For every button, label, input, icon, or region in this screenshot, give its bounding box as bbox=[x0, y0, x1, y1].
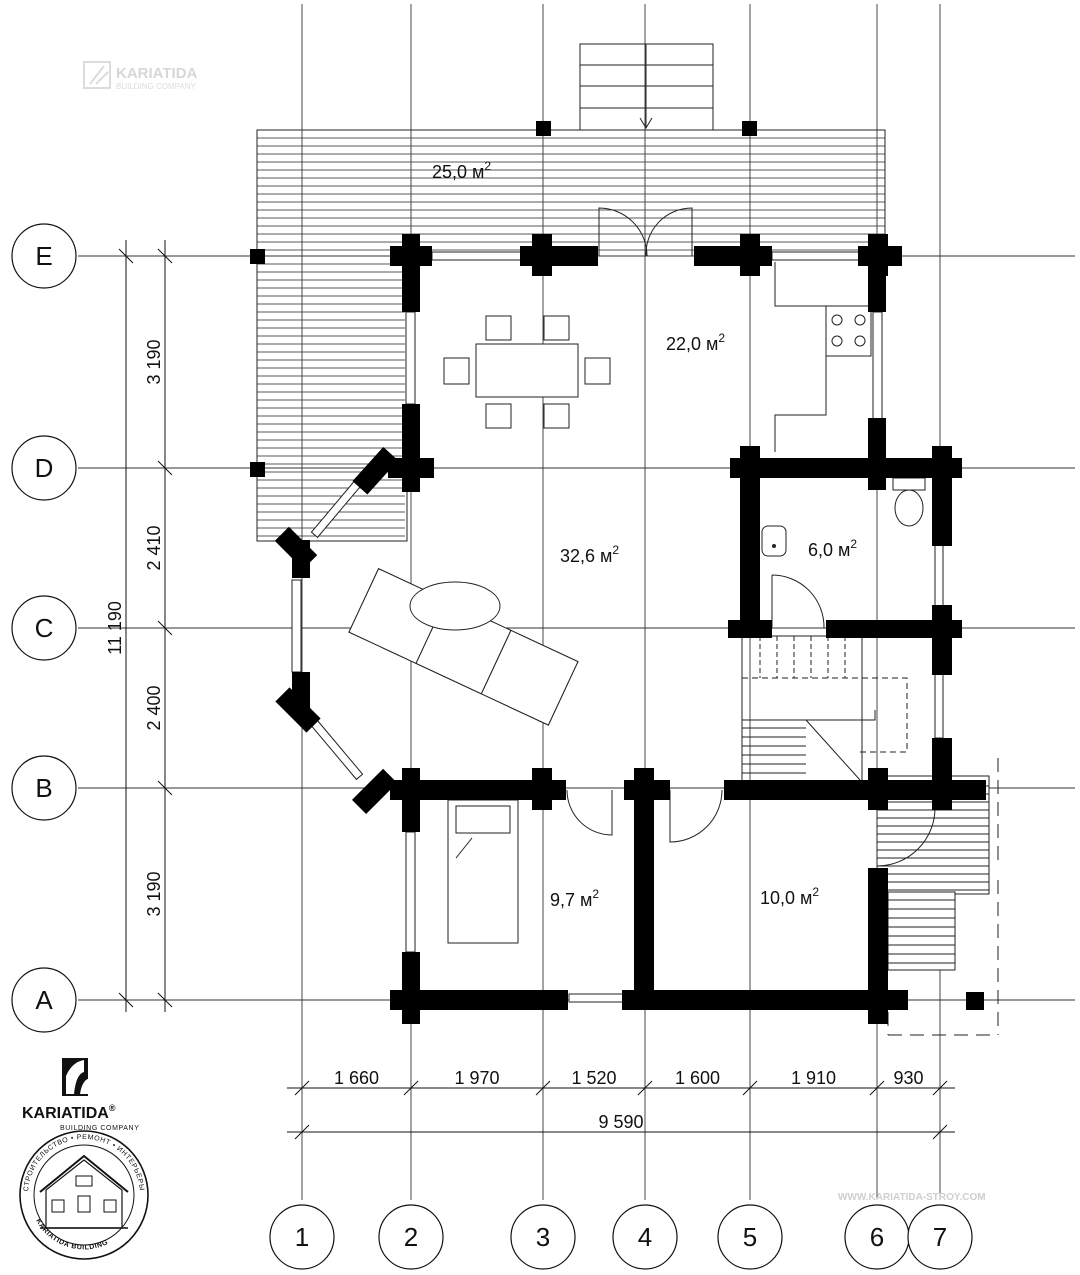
axis-bubble-col-6: 6 bbox=[844, 1204, 910, 1270]
logo-brand: KARIATIDA® bbox=[22, 1103, 116, 1122]
sink bbox=[761, 525, 787, 557]
entry-stairs-top bbox=[579, 43, 714, 131]
axis-bubble-col-7: 7 bbox=[907, 1204, 973, 1270]
dim-v-segment: 2 400 bbox=[144, 685, 164, 730]
coffee-table bbox=[409, 581, 501, 631]
room-area-room: 10,0 м2 bbox=[760, 885, 819, 908]
dim-h-segment: 1 660 bbox=[334, 1068, 379, 1088]
room-area-living: 32,6 м2 bbox=[560, 543, 619, 566]
axis-label-col: 5 bbox=[743, 1222, 757, 1252]
room-area-bedroom: 9,7 м2 bbox=[550, 887, 599, 910]
axis-bubble-row-D: D bbox=[11, 435, 77, 501]
dim-h-total: 9 590 bbox=[598, 1112, 643, 1132]
axis-bubble-col-5: 5 bbox=[717, 1204, 783, 1270]
dim-v-segment: 3 190 bbox=[144, 339, 164, 384]
walls bbox=[250, 121, 986, 1024]
axis-label-col: 7 bbox=[933, 1222, 947, 1252]
room-area-kitchen: 22,0 м2 bbox=[666, 331, 725, 354]
axis-label-col: 4 bbox=[638, 1222, 652, 1252]
axis-label-row: A bbox=[35, 985, 53, 1015]
stove bbox=[825, 305, 872, 357]
axis-bubble-row-B: B bbox=[11, 755, 77, 821]
watermark-logo: KARIATIDA BUILDING COMPANY bbox=[83, 61, 198, 91]
watermark-sub: BUILDING COMPANY bbox=[116, 82, 197, 91]
room-area-bathroom: 6,0 м2 bbox=[808, 537, 857, 560]
dim-h-segment: 1 600 bbox=[675, 1068, 720, 1088]
axis-bubbles: 1 2 3 4 5 6 7 E D C B A bbox=[11, 223, 973, 1270]
doors bbox=[566, 207, 936, 867]
sofa bbox=[348, 568, 579, 726]
dim-h-segment: 1 970 bbox=[454, 1068, 499, 1088]
axis-bubble-col-3: 3 bbox=[510, 1204, 576, 1270]
furniture bbox=[348, 262, 999, 1036]
website-url: WWW.KARIATIDA-STROY.COM bbox=[838, 1192, 986, 1203]
room-area-terrace: 25,0 м2 bbox=[432, 159, 491, 182]
axis-label-col: 1 bbox=[295, 1222, 309, 1252]
axis-label-row: C bbox=[35, 613, 54, 643]
logo-subtitle: BUILDING COMPANY bbox=[60, 1125, 139, 1132]
dim-h-segment: 1 910 bbox=[791, 1068, 836, 1088]
logo-ring-text: СТРОИТЕЛЬСТВО • РЕМОНТ • ИНТЕРЬЕРЫ bbox=[23, 1134, 145, 1192]
terrace-hatching bbox=[256, 129, 886, 542]
dimension-lines: 1 660 1 970 1 520 1 600 1 910 930 9 590 3 190 2 … bbox=[105, 240, 955, 1140]
axis-label-col: 2 bbox=[404, 1222, 418, 1252]
dim-h-segment: 1 520 bbox=[571, 1068, 616, 1088]
axis-bubble-col-4: 4 bbox=[612, 1204, 678, 1270]
axis-bubble-col-1: 1 bbox=[269, 1204, 335, 1270]
company-logo: KARIATIDA® BUILDING COMPANY СТРОИТЕЛЬСТВ… bbox=[19, 1058, 149, 1260]
dining-table bbox=[475, 343, 579, 398]
dim-h-segment: 930 bbox=[893, 1068, 923, 1088]
dim-v-total: 11 190 bbox=[105, 601, 125, 655]
watermark-brand: KARIATIDA bbox=[116, 65, 198, 82]
axis-bubble-row-C: C bbox=[11, 595, 77, 661]
axis-bubble-col-2: 2 bbox=[378, 1204, 444, 1270]
room-labels: 25,0 м2 22,0 м2 32,6 м2 6,0 м2 9,7 м2 10… bbox=[432, 159, 857, 910]
axis-label-row: D bbox=[35, 453, 54, 483]
axis-label-col: 3 bbox=[536, 1222, 550, 1252]
axis-label-col: 6 bbox=[870, 1222, 884, 1252]
axis-label-row: E bbox=[35, 241, 52, 271]
axis-bubble-row-E: E bbox=[11, 223, 77, 289]
dim-v-segment: 2 410 bbox=[144, 525, 164, 570]
toilet bbox=[892, 477, 926, 491]
axis-bubble-row-A: A bbox=[11, 967, 77, 1033]
axis-grid bbox=[78, 4, 1075, 1200]
dim-v-segment: 3 190 bbox=[144, 871, 164, 916]
axis-label-row: B bbox=[35, 773, 52, 803]
